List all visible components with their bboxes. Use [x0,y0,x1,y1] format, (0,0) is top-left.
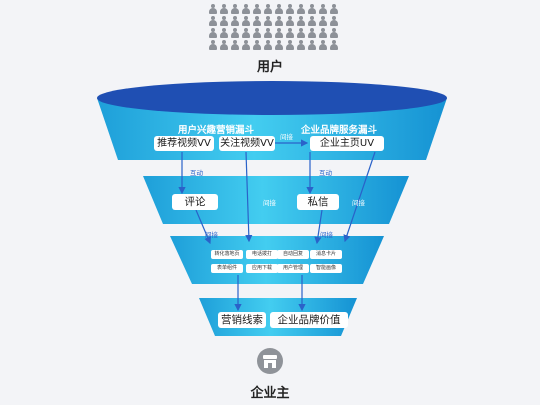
person-icon [318,16,328,27]
person-icon [274,4,284,15]
person-icon [252,4,262,15]
tag-auto-reply: 自动回复 [277,250,309,259]
person-icon [318,4,328,15]
person-icon [263,28,273,39]
person-icon [307,4,317,15]
person-icon [230,40,240,51]
comment-box: 评论 [172,194,218,210]
person-icon [307,16,317,27]
users-crowd-icon [208,4,340,50]
label-hudong-2: 互动 [319,169,332,177]
marketing-leads: 营销线索 [218,312,266,328]
enterprise-owner-label: 企业主 [250,386,290,401]
person-icon [219,28,229,39]
person-icon [263,16,273,27]
tag-phone-call: 电话拨打 [246,250,278,259]
person-icon [252,16,262,27]
funnel-top-rim [97,81,447,115]
left-funnel-title: 用户兴趣营销漏斗 [178,125,255,136]
funnel-level-3 [170,236,384,284]
users-label: 用户 [256,60,283,75]
person-icon [230,4,240,15]
label-jianjie-5: 间接 [320,231,333,239]
person-icon [329,40,339,51]
arrow-homepage-to-level3 [343,151,376,243]
person-icon [241,4,251,15]
person-icon [285,4,295,15]
shop-icon [257,348,283,374]
person-icon [230,28,240,39]
person-icon [318,40,328,51]
tag-message-card: 消息卡片 [310,250,342,259]
person-icon [329,4,339,15]
person-icon [208,28,218,39]
tag-user-management: 用户管理 [277,264,309,273]
enterprise-homepage-uv: 企业主页UV [310,136,384,151]
person-icon [241,16,251,27]
label-hudong-1: 互动 [190,169,203,177]
tag-conversion-landing: 转化落地页 [211,250,243,259]
funnel-level-2 [143,176,409,224]
person-icon [296,16,306,27]
person-icon [219,40,229,51]
person-icon [274,28,284,39]
private-message-box: 私信 [297,194,339,210]
person-icon [285,40,295,51]
person-icon [208,16,218,27]
follow-video-vv: 关注视频VV [219,136,275,151]
person-icon [230,16,240,27]
person-icon [252,28,262,39]
enterprise-brand-value: 企业品牌价值 [270,312,348,328]
person-icon [329,16,339,27]
person-icon [208,40,218,51]
person-icon [219,4,229,15]
person-icon [274,16,284,27]
label-jianjie-1: 间接 [280,133,293,141]
person-icon [219,16,229,27]
label-jianjie-2: 间接 [263,199,276,207]
tag-app-download: 应用下载 [246,264,278,273]
person-icon [285,16,295,27]
person-icon [296,4,306,15]
person-icon [263,4,273,15]
person-icon [296,28,306,39]
tag-smart-profile: 智能画像 [310,264,342,273]
right-funnel-title: 企业品牌服务漏斗 [301,125,378,136]
person-icon [274,40,284,51]
person-icon [307,40,317,51]
person-icon [252,40,262,51]
tag-form-component: 表单组件 [211,264,243,273]
arrow-follow-to-level3 [245,151,253,243]
label-jianjie-3: 间接 [352,199,365,207]
person-icon [285,28,295,39]
person-icon [318,28,328,39]
label-jianjie-4: 间接 [205,231,218,239]
person-icon [208,4,218,15]
arrow-message-to-level3 [314,209,323,245]
person-icon [329,28,339,39]
person-icon [241,40,251,51]
person-icon [241,28,251,39]
person-icon [307,28,317,39]
recommend-video-vv: 推荐视频VV [154,136,214,151]
person-icon [263,40,273,51]
arrow-comment-to-level3 [195,209,211,245]
person-icon [296,40,306,51]
